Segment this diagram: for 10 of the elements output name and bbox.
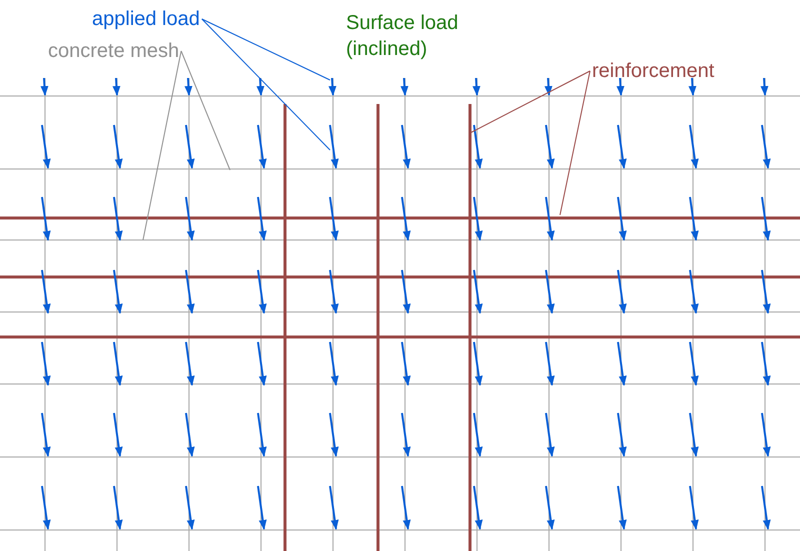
- leader-line: [142, 50, 182, 240]
- diagram-heading: Surface load (inclined): [346, 11, 460, 62]
- leader-line: [201, 18, 330, 80]
- leader-line: [180, 50, 230, 170]
- leader-line: [201, 18, 330, 150]
- leader-line: [560, 70, 590, 216]
- leader-line: [470, 70, 590, 134]
- callout-label: concrete mesh: [48, 40, 180, 62]
- callout-label: reinforcement: [592, 60, 714, 82]
- callout-label: applied load: [92, 8, 200, 30]
